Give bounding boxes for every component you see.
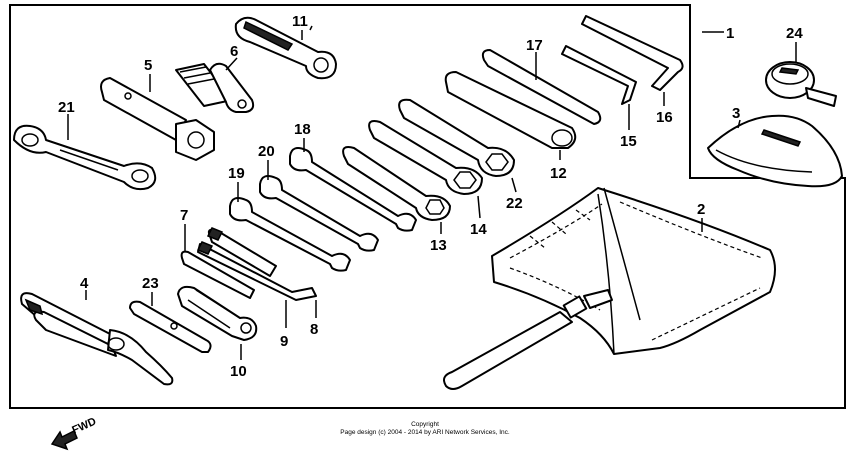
- callout-21: 21: [58, 99, 75, 116]
- part-17-rod[interactable]: [481, 49, 602, 125]
- part-3-pouch[interactable]: [707, 114, 843, 188]
- copyright-footer: Copyright Page design (c) 2004 - 2014 by…: [340, 421, 510, 436]
- part-12-sleeve[interactable]: [444, 71, 577, 149]
- callout-13: 13: [430, 237, 447, 254]
- part-13-box-wrench[interactable]: [342, 146, 451, 221]
- callout-11: 11: [292, 13, 308, 30]
- part-5-plug-wrench[interactable]: [100, 77, 215, 161]
- part-18-open-wrench[interactable]: [289, 147, 417, 232]
- callout-18: 18: [294, 121, 311, 138]
- part-20-open-wrench[interactable]: [259, 175, 379, 252]
- part-10-handle[interactable]: [177, 285, 258, 341]
- part-19-open-wrench[interactable]: [229, 197, 351, 272]
- callout-3: 3: [732, 105, 740, 122]
- callout-5: 5: [144, 57, 152, 74]
- fwd-arrow-icon: [50, 429, 78, 451]
- fwd-indicator: FWD: [50, 416, 98, 451]
- callout-16: 16: [656, 109, 673, 126]
- callout-2: 2: [697, 201, 705, 218]
- callout-22: 22: [506, 195, 523, 212]
- callout-6: 6: [230, 43, 238, 60]
- part-4-pliers[interactable]: [20, 292, 174, 386]
- part-23-flat-tool[interactable]: [129, 300, 212, 353]
- part-9-screwdriver[interactable]: [206, 227, 277, 277]
- callout-19: 19: [228, 165, 245, 182]
- callout-1: 1: [726, 25, 734, 42]
- part-21-box-wrench[interactable]: [13, 124, 157, 191]
- part-15-hex-key[interactable]: [561, 45, 637, 105]
- part-2-tool-bag[interactable]: [443, 187, 776, 390]
- callout-23: 23: [142, 275, 159, 292]
- part-14-box-wrench[interactable]: [368, 120, 483, 195]
- part-24-tire-gauge[interactable]: [765, 61, 837, 107]
- fwd-label: FWD: [70, 416, 98, 437]
- callout-14: 14: [470, 221, 487, 238]
- part-8-screwdriver[interactable]: [196, 241, 317, 301]
- group-frame: [9, 4, 846, 409]
- callout-9: 9: [280, 333, 288, 350]
- part-22-box-wrench[interactable]: [398, 98, 515, 177]
- callout-10: 10: [230, 363, 247, 380]
- copyright-line-2: Page design (c) 2004 - 2014 by ARI Netwo…: [340, 429, 510, 436]
- leader-lines: [67, 25, 797, 360]
- copyright-line-1: Copyright: [411, 421, 439, 428]
- callout-numbers: 1 2 3 4 5 6 7 8 9 10 11 12 13 14 15 16 1…: [58, 13, 803, 380]
- callout-20: 20: [258, 143, 275, 160]
- part-11-handle[interactable]: [234, 16, 337, 80]
- callout-7: 7: [180, 207, 188, 224]
- callout-8: 8: [310, 321, 318, 338]
- callout-24: 24: [786, 25, 803, 42]
- callout-4: 4: [80, 275, 89, 292]
- callout-15: 15: [620, 133, 637, 150]
- part-16-hex-key[interactable]: [581, 15, 684, 91]
- callout-12: 12: [550, 165, 567, 182]
- callout-17: 17: [526, 37, 543, 54]
- part-6-feeler-gauge[interactable]: [175, 62, 255, 113]
